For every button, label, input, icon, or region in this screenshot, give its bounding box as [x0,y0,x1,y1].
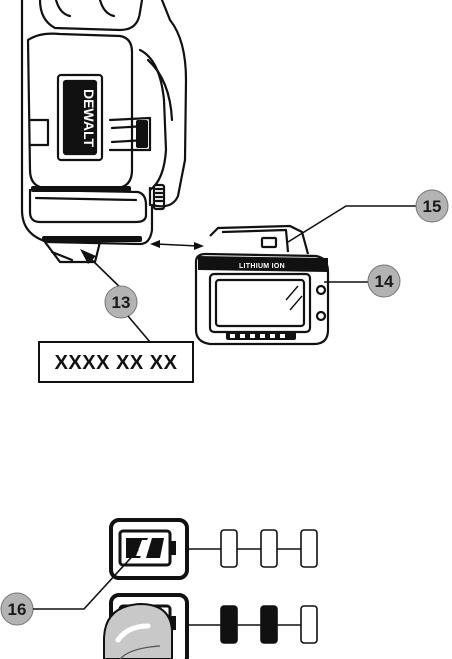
callout-13-circle [104,285,138,319]
callout-14-circle [367,264,401,298]
callout-14-label: 14 [375,272,394,291]
fuel-gauge-row-top [109,518,318,580]
insertion-double-arrow [150,240,204,250]
tool-brand-label: DEWALT [81,89,97,148]
callout-13-leader [127,315,151,343]
gauge-led-bottom-3 [300,605,318,644]
tool-accents [31,120,148,242]
gauge-led-top-1 [220,529,238,568]
gauge-led-bottom-2 [260,605,278,644]
battery-top-band [198,256,328,272]
gauge-led-bottom-1 [220,605,238,644]
callout-13-label: 13 [112,293,131,312]
battery-window-reflection [285,285,303,311]
battery-vent-slots [230,334,285,338]
finger-icon [103,602,173,659]
tool-body [20,0,188,264]
gauge-led-top-2 [260,529,278,568]
callout-15-label: 15 [423,197,442,216]
date-code-arrowhead [80,249,96,264]
battery-pack [194,224,330,346]
date-code-text: XXXX XX XX [55,352,178,374]
date-code-box [38,341,194,383]
battery-label: LITHIUM ION [239,263,285,270]
callout-15-leader [287,205,418,243]
callout-15-circle [415,189,449,223]
gauge-led-top-3 [300,529,318,568]
callout-16-label: 16 [8,600,27,619]
callout-16-leader [33,549,139,610]
